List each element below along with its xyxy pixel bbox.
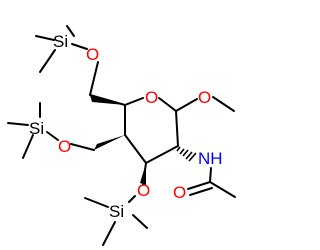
atom-si-top: Si [53, 32, 68, 51]
hash-line [185, 151, 193, 160]
bond-si-bottom-methyl-left [84, 197, 109, 208]
hash-line [179, 148, 185, 155]
bond-si-top-methyl-left [35, 35, 55, 41]
bond-si-top-methyl-down [39, 49, 56, 73]
atom-o-methoxy: O [198, 88, 211, 107]
atom-nh: NH [198, 149, 223, 168]
atom-o-bottom: O [137, 181, 150, 200]
bond-c-carbonyl-methyl [209, 181, 236, 198]
bond-o-top-ch2 [89, 61, 99, 96]
wedge-c3-o-bottom [140, 163, 146, 185]
bonds [7, 25, 236, 246]
atom-si-bottom: Si [109, 202, 124, 221]
bond-si-left-methyl-down [22, 134, 34, 159]
atom-o-top: O [86, 45, 99, 64]
bond-c1-c2 [175, 110, 179, 147]
structure-diagram: Si O O O Si O NH O Si O [7, 25, 236, 246]
bond-nh-c-carbonyl [209, 167, 212, 183]
atom-o-carbonyl: O [173, 183, 186, 202]
hash-line [176, 146, 181, 152]
bond-o-bottom-si-bottom [128, 195, 136, 203]
stereo-wedges [90, 95, 146, 185]
hashed-bond-c2-n [176, 146, 197, 162]
bond-o-methoxy-methyl [212, 96, 235, 112]
atom-o-ring: O [145, 88, 158, 107]
bond-o-left-si-left [46, 131, 59, 141]
bond-si-top-methyl-up [66, 25, 75, 37]
bond-c4-o-left [70, 143, 95, 151]
bond-c5-o-ring [124, 97, 144, 106]
bond-si-top-o [71, 43, 88, 50]
wedge-c4-o-left [94, 135, 125, 150]
bond-c2-c3 [145, 145, 179, 164]
bond-si-left-methyl-left [7, 122, 29, 126]
hash-line [188, 152, 197, 162]
atom-si-left: Si [29, 119, 44, 138]
wedge-c5-ch2 [90, 95, 125, 105]
bond-c-carbonyl-o-1 [187, 181, 211, 190]
hash-line [182, 149, 189, 157]
bond-si-bottom-methyl-right [132, 214, 148, 229]
bond-o-ring-c1 [158, 97, 177, 112]
bond-c3-c4 [124, 134, 147, 164]
atom-o-left: O [58, 137, 71, 156]
bond-si-bottom-methyl-down [102, 221, 116, 246]
bond-c1-o-methoxy [175, 98, 198, 112]
bond-c-carbonyl-o-2 [189, 187, 213, 196]
atom-labels: Si O O O Si O NH O Si O [29, 32, 223, 221]
